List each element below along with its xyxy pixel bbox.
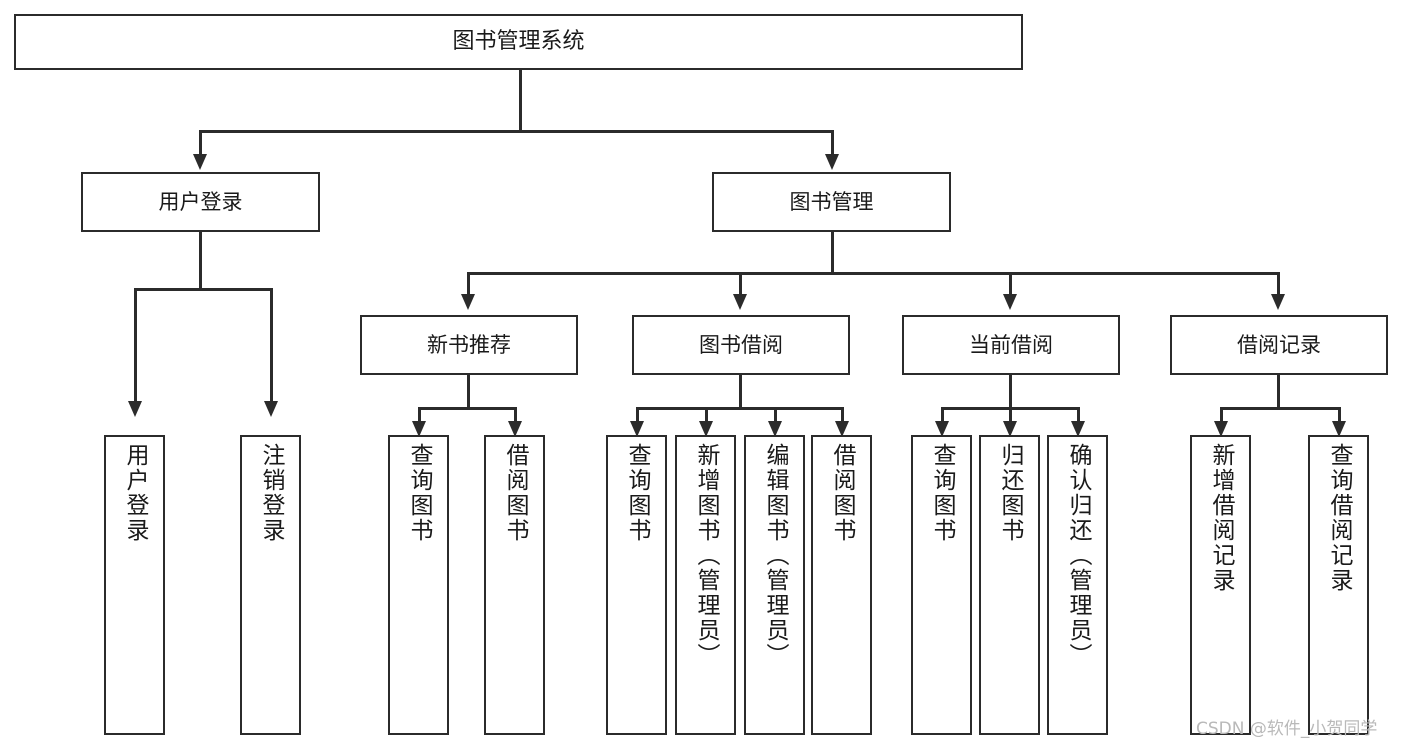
connector-cb-to-leaf-3 — [1077, 407, 1080, 423]
connector-user-login-bus — [134, 288, 272, 291]
node-leaf-return-book[interactable]: 归还图书 — [979, 435, 1040, 735]
arrow-leaf-borrow-book-1 — [508, 421, 522, 437]
connector-user-login-to-leaf-1 — [134, 288, 137, 403]
connector-book-management-down — [831, 232, 834, 274]
node-leaf-confirm-return[interactable]: 确认归还（管理员） — [1047, 435, 1108, 735]
node-label: 查询图书 — [929, 443, 955, 543]
arrow-to-book-management — [825, 154, 839, 170]
node-label: 新增图书（管理员） — [693, 443, 719, 668]
connector-bm-to-book-borrow — [739, 272, 742, 296]
node-label: 新书推荐 — [427, 332, 511, 357]
node-label: 新增借阅记录 — [1208, 443, 1234, 593]
connector-bm-to-borrow-record — [1277, 272, 1280, 296]
node-leaf-user-login[interactable]: 用户登录 — [104, 435, 165, 735]
connector-br-to-leaf-2 — [1338, 407, 1341, 423]
arrow-leaf-return-book — [1003, 421, 1017, 437]
connector-user-login-to-leaf-2 — [270, 288, 273, 403]
node-label: 用户登录 — [158, 189, 243, 214]
arrow-leaf-query-book-2 — [630, 421, 644, 437]
node-root-book-management-system[interactable]: 图书管理系统 — [14, 14, 1023, 70]
connector-to-user-login — [199, 130, 202, 156]
connector-root-down — [519, 70, 522, 132]
arrow-current-borrow — [1003, 294, 1017, 310]
connector-nb-to-leaf-2 — [514, 407, 517, 423]
node-new-book-recommend[interactable]: 新书推荐 — [360, 315, 578, 375]
arrow-leaf-borrow-book-2 — [835, 421, 849, 437]
node-leaf-borrow-book-2[interactable]: 借阅图书 — [811, 435, 872, 735]
arrow-borrow-record — [1271, 294, 1285, 310]
node-leaf-query-borrow-record[interactable]: 查询借阅记录 — [1308, 435, 1369, 735]
node-leaf-query-book-1[interactable]: 查询图书 — [388, 435, 449, 735]
connector-nb-to-leaf-1 — [418, 407, 421, 423]
node-label: 查询图书 — [624, 443, 650, 543]
node-label: 图书管理系统 — [452, 29, 585, 55]
node-leaf-query-book-2[interactable]: 查询图书 — [606, 435, 667, 735]
node-leaf-add-book[interactable]: 新增图书（管理员） — [675, 435, 736, 735]
connector-cb-to-leaf-1 — [941, 407, 944, 423]
connector-bm-to-new-book — [467, 272, 470, 296]
connector-bb-to-leaf-2 — [705, 407, 708, 423]
node-label: 借阅图书 — [502, 443, 528, 543]
connector-br-to-leaf-1 — [1220, 407, 1223, 423]
node-leaf-borrow-book-1[interactable]: 借阅图书 — [484, 435, 545, 735]
node-label: 借阅记录 — [1237, 332, 1321, 357]
node-leaf-logout-login[interactable]: 注销登录 — [240, 435, 301, 735]
node-label: 当前借阅 — [969, 332, 1053, 357]
node-book-management[interactable]: 图书管理 — [712, 172, 951, 232]
node-label: 确认归还（管理员） — [1065, 443, 1091, 668]
node-label: 图书借阅 — [699, 332, 783, 357]
node-label: 图书管理 — [789, 189, 874, 214]
connector-root-bus — [199, 130, 833, 133]
connector-current-borrow-down — [1009, 375, 1012, 409]
csdn-watermark: CSDN @软件_小贺同学 — [1196, 719, 1378, 739]
node-user-login[interactable]: 用户登录 — [81, 172, 320, 232]
arrow-leaf-query-borrow-record — [1332, 421, 1346, 437]
arrow-leaf-confirm-return — [1071, 421, 1085, 437]
connector-bb-to-leaf-1 — [636, 407, 639, 423]
arrow-leaf-query-book-1 — [412, 421, 426, 437]
arrow-leaf-add-borrow-record — [1214, 421, 1228, 437]
arrow-to-user-login — [193, 154, 207, 170]
arrow-leaf-edit-book — [768, 421, 782, 437]
node-borrow-record[interactable]: 借阅记录 — [1170, 315, 1388, 375]
connector-user-login-down — [199, 232, 202, 290]
connector-book-borrow-bus — [636, 407, 843, 410]
connector-new-book-down — [467, 375, 470, 409]
connector-borrow-record-down — [1277, 375, 1280, 409]
node-book-borrow[interactable]: 图书借阅 — [632, 315, 850, 375]
connector-cb-to-leaf-2 — [1009, 407, 1012, 423]
node-leaf-query-book-3[interactable]: 查询图书 — [911, 435, 972, 735]
connector-bb-to-leaf-4 — [841, 407, 844, 423]
node-leaf-edit-book[interactable]: 编辑图书（管理员） — [744, 435, 805, 735]
connector-bb-to-leaf-3 — [774, 407, 777, 423]
arrow-book-borrow — [733, 294, 747, 310]
arrow-leaf-logout-login — [264, 401, 278, 417]
connector-bm-to-current-borrow — [1009, 272, 1012, 296]
connector-to-book-management — [831, 130, 834, 156]
connector-borrow-record-bus — [1220, 407, 1340, 410]
node-label: 归还图书 — [997, 443, 1023, 543]
node-label: 查询图书 — [406, 443, 432, 543]
arrow-new-book-recommend — [461, 294, 475, 310]
node-current-borrow[interactable]: 当前借阅 — [902, 315, 1120, 375]
connector-book-borrow-down — [739, 375, 742, 409]
connector-new-book-bus — [418, 407, 516, 410]
node-label: 借阅图书 — [829, 443, 855, 543]
node-label: 查询借阅记录 — [1326, 443, 1352, 593]
arrow-leaf-add-book — [699, 421, 713, 437]
node-label: 注销登录 — [258, 443, 284, 543]
node-label: 用户登录 — [122, 443, 148, 543]
connector-book-management-bus — [467, 272, 1279, 275]
node-leaf-add-borrow-record[interactable]: 新增借阅记录 — [1190, 435, 1251, 735]
arrow-leaf-query-book-3 — [935, 421, 949, 437]
node-label: 编辑图书（管理员） — [762, 443, 788, 668]
arrow-leaf-user-login — [128, 401, 142, 417]
